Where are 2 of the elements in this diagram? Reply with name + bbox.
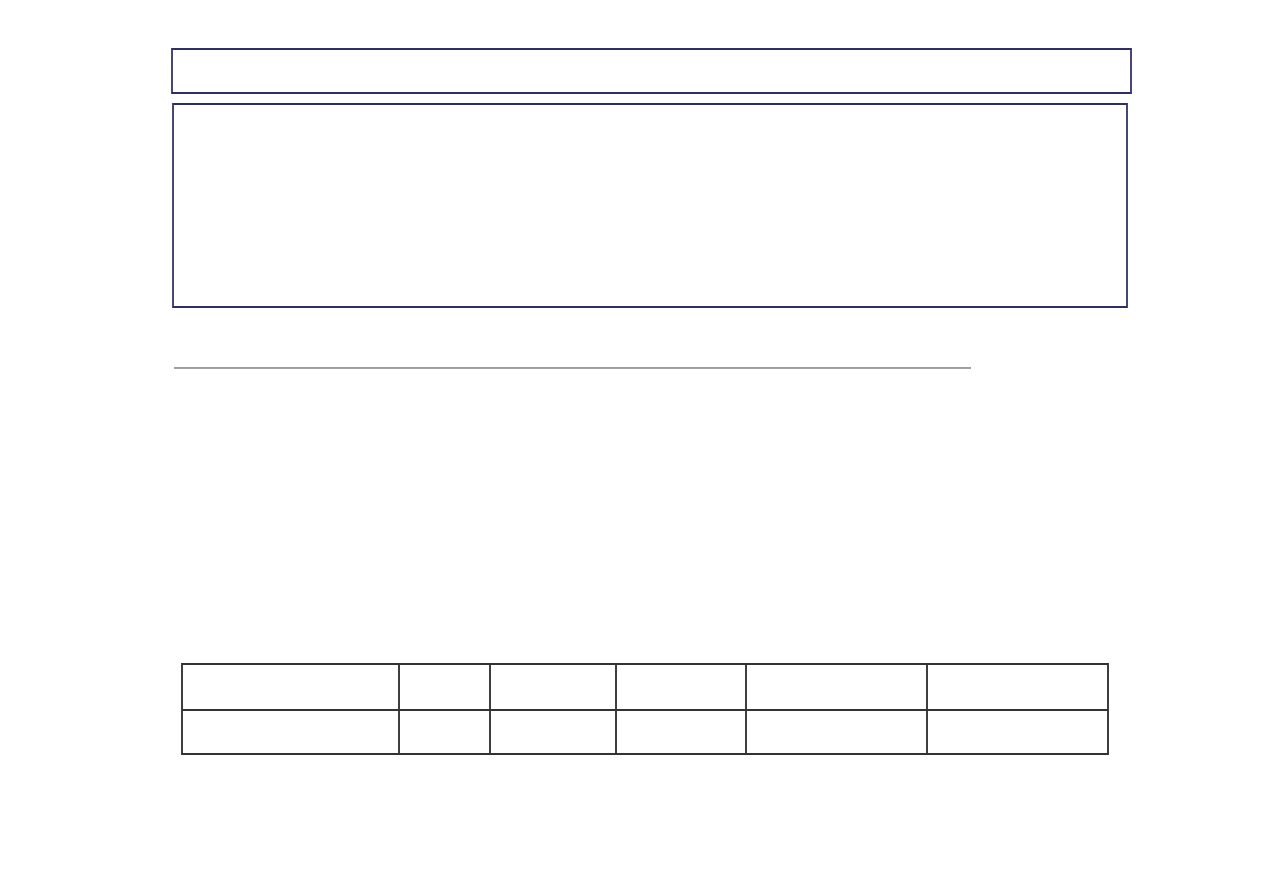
box [171,48,1132,94]
box [172,103,1128,308]
